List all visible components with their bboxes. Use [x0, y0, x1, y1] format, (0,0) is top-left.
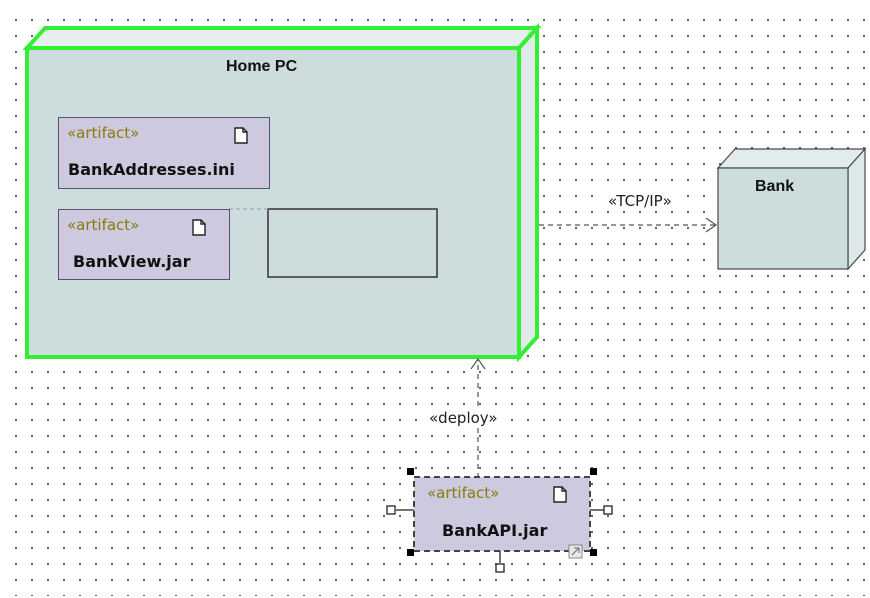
document-icon	[553, 486, 567, 508]
bank-addresses-artifact[interactable]: «artifact» BankAddresses.ini	[58, 117, 270, 189]
resize-grip-icon[interactable]	[568, 544, 583, 559]
artifact-stereotype: «artifact»	[427, 484, 500, 502]
tcp-ip-connector[interactable]	[539, 217, 718, 233]
home-pc-title: Home PC	[226, 58, 298, 75]
artifact-name: BankView.jar	[73, 252, 191, 271]
deploy-label: «deploy»	[427, 409, 500, 427]
artifact-stereotype: «artifact»	[67, 124, 140, 142]
artifact-name: BankAPI.jar	[442, 521, 548, 540]
artifact-stereotype: «artifact»	[67, 216, 140, 234]
artifact-name: BankAddresses.ini	[68, 160, 235, 179]
home-pc-node[interactable]	[22, 22, 542, 363]
selection-handle-bottom-right[interactable]	[590, 549, 597, 556]
bank-view-artifact[interactable]: «artifact» BankView.jar	[58, 209, 230, 280]
selection-handle-top-left[interactable]	[407, 468, 414, 475]
bank-title: Bank	[755, 178, 795, 195]
empty-element[interactable]	[267, 208, 438, 278]
document-icon	[192, 219, 206, 241]
selection-handle-top-right[interactable]	[590, 468, 597, 475]
selection-handle-bottom-left[interactable]	[407, 549, 414, 556]
port-stubs[interactable]	[386, 505, 613, 573]
document-icon	[234, 127, 248, 149]
tcp-ip-label: «TCP/IP»	[606, 192, 674, 210]
bank-node[interactable]	[716, 147, 867, 271]
bank-api-artifact[interactable]: «artifact» BankAPI.jar	[414, 477, 590, 551]
deploy-connector[interactable]	[470, 357, 486, 478]
